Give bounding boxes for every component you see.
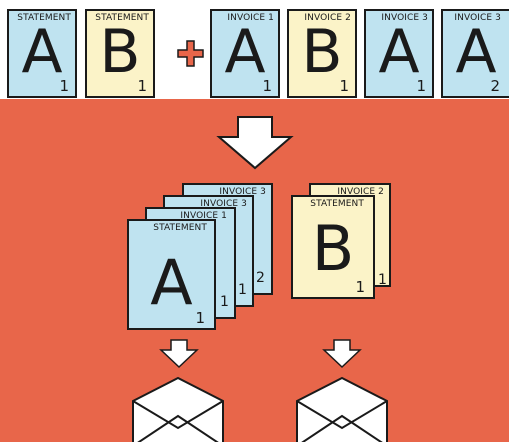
stack-a-tab-number: 1 — [238, 282, 247, 298]
doc-number: 1 — [355, 278, 365, 296]
doc-header: STATEMENT — [95, 13, 149, 23]
doc-header: INVOICE 2 — [337, 187, 384, 197]
doc-letter: B — [301, 17, 343, 87]
doc-number: 1 — [137, 77, 147, 95]
doc-letter: A — [455, 17, 497, 87]
invoice-3b-doc: INVOICE 3 A 2 — [441, 9, 509, 98]
doc-number: 1 — [339, 77, 349, 95]
doc-number: 1 — [59, 77, 69, 95]
doc-letter: A — [378, 17, 420, 87]
doc-header: STATEMENT — [153, 223, 207, 233]
doc-header: INVOICE 3 — [454, 13, 501, 23]
doc-header: INVOICE 3 — [381, 13, 428, 23]
doc-header: STATEMENT — [310, 199, 364, 209]
doc-letter: A — [224, 17, 266, 87]
doc-header: STATEMENT — [17, 13, 71, 23]
stack-a-tab-number: 2 — [256, 270, 265, 286]
stack-b-front-doc: STATEMENT B 1 — [291, 195, 375, 299]
doc-number: 1 — [262, 77, 272, 95]
doc-letter: A — [21, 17, 63, 87]
invoice-3a-doc: INVOICE 3 A 1 — [364, 9, 434, 98]
doc-header: INVOICE 3 — [219, 187, 266, 197]
doc-header: INVOICE 2 — [304, 13, 351, 23]
doc-header: INVOICE 3 — [200, 199, 247, 209]
invoice-1-doc: INVOICE 1 A 1 — [210, 9, 280, 98]
stack-b-tab-number: 1 — [378, 272, 387, 288]
doc-number: 1 — [195, 309, 205, 327]
doc-number: 1 — [416, 77, 426, 95]
invoice-2-doc: INVOICE 2 B 1 — [287, 9, 357, 98]
stack-a-tab-number: 1 — [220, 294, 229, 310]
doc-header: INVOICE 1 — [180, 211, 227, 221]
doc-letter: B — [99, 17, 141, 87]
statement-b-doc: STATEMENT B 1 — [85, 9, 155, 98]
stack-a-front-doc: STATEMENT A 1 — [127, 219, 216, 330]
doc-letter: A — [150, 246, 193, 319]
doc-header: INVOICE 1 — [227, 13, 274, 23]
statement-a-doc: STATEMENT A 1 — [7, 9, 77, 98]
doc-number: 2 — [490, 77, 500, 95]
doc-letter: B — [311, 212, 355, 285]
